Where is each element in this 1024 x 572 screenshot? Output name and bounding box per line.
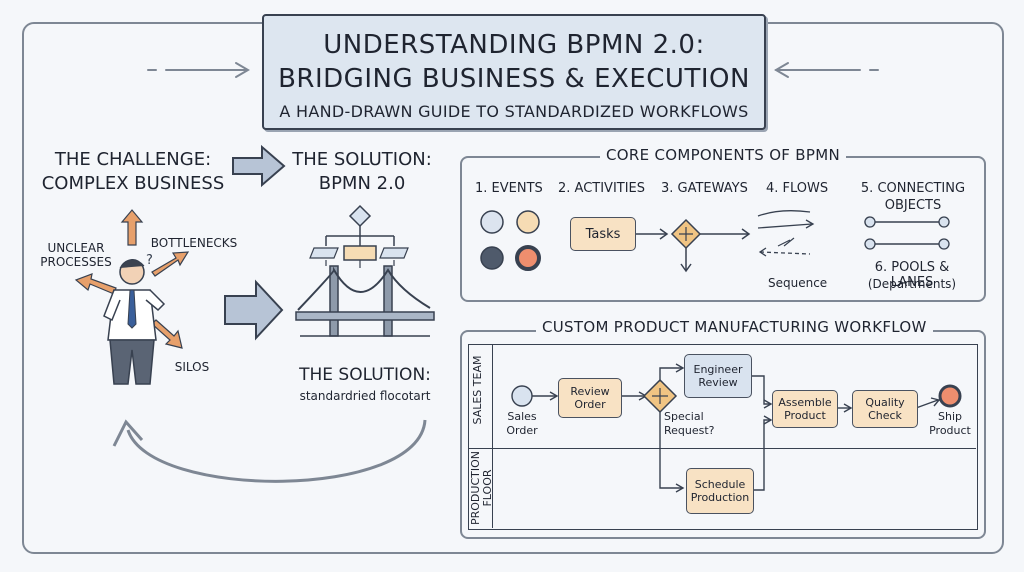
event-circle-4 [515, 245, 541, 271]
flow-line-3 [759, 251, 811, 255]
end-event [938, 384, 962, 408]
challenge-title-line1: THE CHALLENGE: [54, 149, 212, 170]
component-events-label: 1. EVENTS [475, 181, 543, 196]
flows-sequence-label: Sequence [768, 276, 828, 290]
up-arrow-icon [120, 209, 144, 246]
lane-header-divider [492, 344, 493, 528]
event-circle-3 [480, 246, 504, 270]
event-circle-2 [516, 210, 540, 234]
solution-title-line2: BPMN 2.0 [318, 173, 406, 194]
start-event [511, 385, 533, 407]
component-activities-label: 2. ACTIVITIES [558, 181, 646, 196]
page-title-line2: BRIDGING BUSINESS & EXECUTION [278, 64, 750, 94]
workflow-pool [468, 344, 978, 530]
solution-heading: THE SOLUTION: BPMN 2.0 [288, 148, 436, 196]
return-arrow [126, 419, 427, 483]
solution-caption-title: THE SOLUTION: [299, 365, 431, 385]
node-end-label: Ship Product [929, 410, 971, 437]
component-pools-lanes-sample: (Departments) [867, 277, 957, 291]
challenge-to-solution-arrow [232, 144, 286, 188]
bridge-flowchart-illustration [295, 204, 435, 337]
workflow-title: CUSTOM PRODUCT MANUFACTURING WORKFLOW [536, 318, 933, 336]
confused-person-illustration: ? [74, 209, 190, 385]
left-arrow-icon [74, 273, 117, 295]
node-engineer-review: Engineer Review [684, 354, 752, 398]
challenge-heading: THE CHALLENGE: COMPLEX BUSINESS [38, 148, 228, 196]
activity-task-sample: Tasks [570, 217, 636, 251]
core-components-title: CORE COMPONENTS OF BPMN [600, 146, 846, 164]
node-assemble-product: Assemble Product [772, 390, 838, 428]
bridge-deck [295, 311, 435, 321]
title-box: UNDERSTANDING BPMN 2.0: BRIDGING BUSINES… [262, 14, 766, 130]
challenge-title-line2: COMPLEX BUSINESS [41, 173, 225, 194]
person-legs [109, 339, 155, 385]
component-gateways-label: 3. GATEWAYS [661, 181, 748, 196]
issue-bottlenecks: BOTTLENECKS [150, 236, 238, 250]
component-connecting-objects-label: 5. CONNECTING OBJECTS [860, 181, 966, 213]
lane-divider [468, 448, 976, 449]
bottleneck-arrow-icon [151, 251, 190, 277]
person-tie [127, 289, 137, 329]
issue-unclear-processes: UNCLEAR PROCESSES [40, 241, 112, 269]
solution-title-line1: THE SOLUTION: [292, 149, 432, 170]
component-flows-label: 4. FLOWS [766, 181, 829, 196]
page-title-line1: UNDERSTANDING BPMN 2.0: [323, 30, 705, 60]
issue-silos: SILOS [174, 360, 210, 374]
node-review-order: Review Order [558, 378, 622, 418]
component-pools-lanes-label: 6. POOLS & LANES [874, 260, 950, 290]
flow-line-2 [757, 223, 813, 229]
person-to-bridge-arrow [224, 279, 284, 341]
node-gateway-label: Special Request? [664, 410, 715, 437]
connecting-objects-graphic [864, 216, 950, 250]
event-circle-1 [480, 210, 504, 234]
page-subtitle: A HAND-DRAWN GUIDE TO STANDARDIZED WORKF… [279, 102, 749, 121]
svg-text:?: ? [146, 253, 153, 268]
flow-line-1 [757, 210, 811, 217]
bridge-cable [297, 266, 431, 311]
solution-caption: THE SOLUTION: standardried flocotart [290, 365, 440, 403]
node-quality-check: Quality Check [852, 390, 918, 428]
solution-caption-text: standardried flocotart [299, 389, 431, 403]
node-schedule-production: Schedule Production [686, 468, 754, 514]
node-start-label: Sales Order [506, 410, 538, 437]
